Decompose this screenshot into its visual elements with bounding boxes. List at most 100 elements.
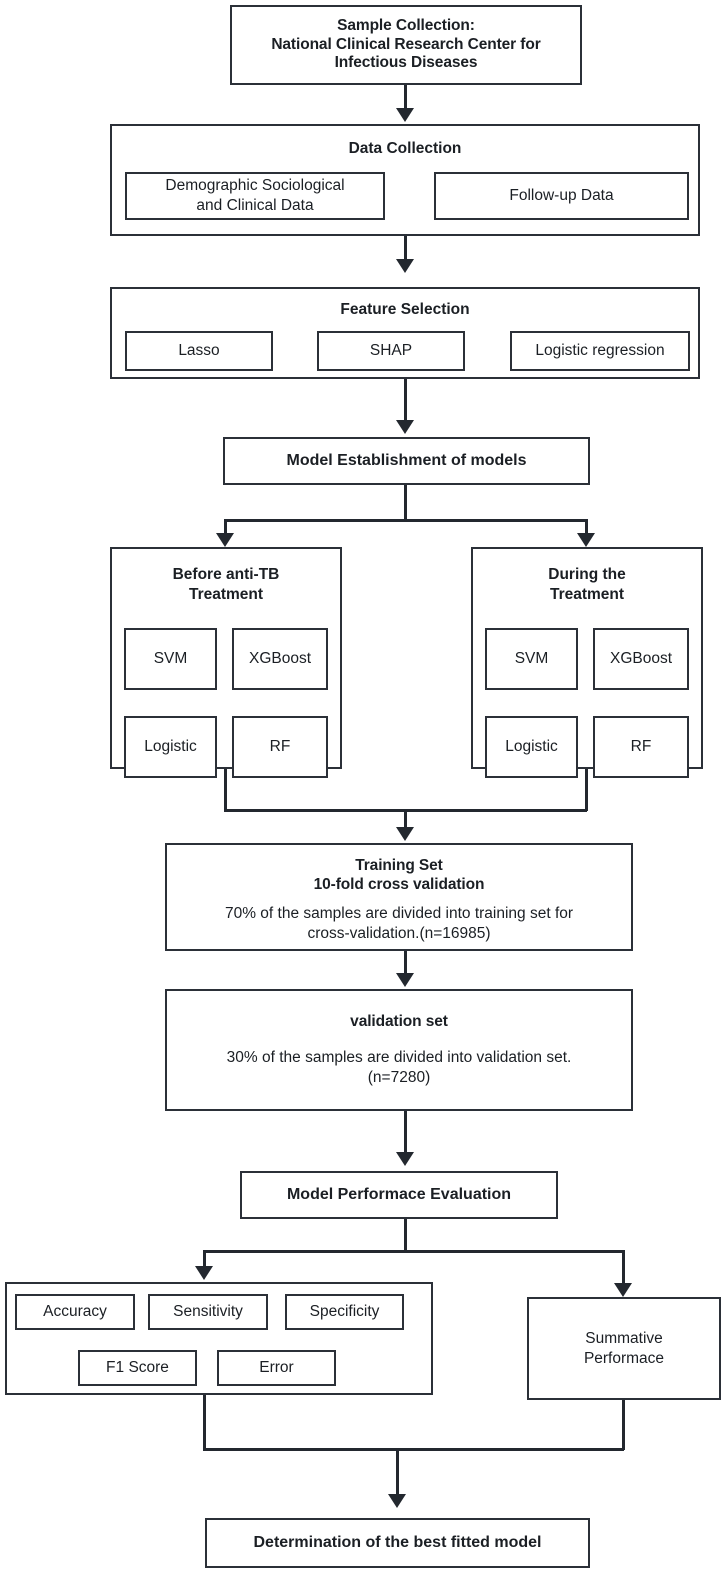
- metric-error-label: Error: [259, 1359, 294, 1377]
- branch-left-heading-line1: Before anti-TB: [172, 566, 280, 583]
- branch-right-model-logistic: Logistic: [485, 716, 578, 778]
- connector-data-to-feature: [404, 236, 407, 261]
- demographic-line1: Demographic Sociological: [165, 177, 345, 195]
- connector-model-fork-stem: [404, 485, 407, 521]
- arrow-to-branch-right: [577, 533, 595, 547]
- demographic-line2: and Clinical Data: [196, 197, 314, 214]
- connector-merge-to-training: [404, 809, 407, 829]
- node-final-determination: Determination of the best fitted model: [205, 1518, 590, 1568]
- training-set-heading-line1: Training Set: [355, 857, 443, 874]
- branch-right-heading-line1: During the: [548, 566, 626, 583]
- metric-specificity: Specificity: [285, 1294, 404, 1330]
- branch-right-logistic-label: Logistic: [505, 738, 558, 756]
- metric-accuracy: Accuracy: [15, 1294, 135, 1330]
- node-sample-collection: Sample Collection: National Clinical Res…: [230, 5, 582, 85]
- node-model-performance-evaluation: Model Performace Evaluation: [240, 1171, 558, 1219]
- connector-model-fork-bar: [224, 519, 587, 522]
- training-set-heading-line2: 10-fold cross validation: [313, 875, 485, 893]
- summative-line1: Summative: [585, 1329, 663, 1347]
- training-set-body-line2: cross-validation.(n=16985): [307, 924, 491, 942]
- node-validation-set: validation set 30% of the samples are di…: [165, 989, 633, 1111]
- node-feature-selection: Feature Selection Lasso SHAP Logistic re…: [110, 287, 700, 379]
- branch-left-xgboost-label: XGBoost: [248, 650, 312, 668]
- branch-right-model-rf: RF: [593, 716, 689, 778]
- branch-right-heading-line2: Treatment: [549, 586, 625, 603]
- metric-accuracy-label: Accuracy: [43, 1303, 107, 1321]
- arrow-validation-to-evaluation: [396, 1152, 414, 1166]
- feature-item-logistic-regression: Logistic regression: [510, 331, 690, 371]
- node-metrics-group: Accuracy Sensitivity Specificity F1 Scor…: [5, 1282, 433, 1395]
- shap-label: SHAP: [369, 342, 413, 360]
- arrow-merge-to-final: [388, 1494, 406, 1508]
- arrow-merge-to-training: [396, 827, 414, 841]
- model-establishment-heading: Model Establishment of models: [286, 451, 527, 469]
- arrow-sample-to-data: [396, 108, 414, 122]
- branch-left-model-rf: RF: [232, 716, 328, 778]
- validation-set-body-line2: (n=7280): [367, 1068, 431, 1086]
- final-heading: Determination of the best fitted model: [253, 1533, 542, 1551]
- feature-item-lasso: Lasso: [125, 331, 273, 371]
- connector-eval-fork-bar: [203, 1250, 624, 1253]
- node-summative-performance: Summative Performace: [527, 1297, 721, 1400]
- metric-f1-score-label: F1 Score: [106, 1359, 169, 1377]
- validation-set-heading: validation set: [350, 1013, 448, 1030]
- branch-right-xgboost-label: XGBoost: [609, 650, 673, 668]
- connector-eval-fork-stem: [404, 1219, 407, 1252]
- data-collection-item-followup: Follow-up Data: [434, 172, 689, 220]
- sample-collection-line3: Infectious Diseases: [334, 54, 478, 72]
- connector-metrics-down: [203, 1395, 206, 1450]
- branch-left-heading-line2: Treatment: [188, 586, 264, 603]
- branch-left-model-svm: SVM: [124, 628, 217, 690]
- connector-eval-fork-left: [203, 1250, 206, 1268]
- node-branch-before-treatment: Before anti-TB Treatment SVM XGBoost Log…: [110, 547, 342, 778]
- node-model-establishment: Model Establishment of models: [223, 437, 590, 485]
- sample-collection-line1: Sample Collection:: [337, 16, 475, 34]
- connector-merge-to-final: [396, 1448, 399, 1496]
- validation-set-body-line1: 30% of the samples are divided into vali…: [226, 1048, 572, 1066]
- arrow-training-to-validation: [396, 973, 414, 987]
- arrow-to-metrics: [195, 1266, 213, 1280]
- branch-left-model-logistic: Logistic: [124, 716, 217, 778]
- data-collection-item-demographic: Demographic Sociological and Clinical Da…: [125, 172, 385, 220]
- connector-branch-right-down: [585, 769, 588, 811]
- branch-left-rf-label: RF: [269, 738, 291, 756]
- feature-item-shap: SHAP: [317, 331, 465, 371]
- connector-training-to-validation: [404, 951, 407, 975]
- evaluation-heading: Model Performace Evaluation: [286, 1185, 512, 1203]
- node-data-collection: Data Collection Demographic Sociological…: [110, 124, 700, 236]
- branch-right-svm-label: SVM: [514, 650, 549, 668]
- arrow-to-branch-left: [216, 533, 234, 547]
- branch-right-model-svm: SVM: [485, 628, 578, 690]
- arrow-feature-to-model: [396, 420, 414, 434]
- branch-left-svm-label: SVM: [153, 650, 188, 668]
- training-set-body-line1: 70% of the samples are divided into trai…: [224, 904, 574, 922]
- metric-specificity-label: Specificity: [309, 1303, 380, 1321]
- connector-model-fork-left: [224, 519, 227, 536]
- summative-line2: Performace: [583, 1349, 665, 1367]
- arrow-data-to-feature: [396, 259, 414, 273]
- metric-error: Error: [217, 1350, 336, 1386]
- metric-sensitivity: Sensitivity: [148, 1294, 268, 1330]
- connector-model-fork-right: [585, 519, 588, 536]
- connector-feature-to-model: [404, 379, 407, 422]
- branch-left-model-xgboost: XGBoost: [232, 628, 328, 690]
- branch-right-model-xgboost: XGBoost: [593, 628, 689, 690]
- connector-summative-down: [622, 1400, 625, 1450]
- connector-eval-fork-right: [622, 1250, 625, 1285]
- lasso-label: Lasso: [178, 342, 220, 360]
- connector-branch-left-down: [224, 769, 227, 811]
- metric-sensitivity-label: Sensitivity: [173, 1303, 243, 1321]
- node-branch-during-treatment: During the Treatment SVM XGBoost Logisti…: [471, 547, 703, 778]
- arrow-to-summative: [614, 1283, 632, 1297]
- feature-selection-heading: Feature Selection: [340, 301, 470, 318]
- logistic-regression-label: Logistic regression: [535, 342, 665, 360]
- followup-label: Follow-up Data: [509, 187, 614, 205]
- branch-left-logistic-label: Logistic: [144, 738, 197, 756]
- metric-f1-score: F1 Score: [78, 1350, 197, 1386]
- connector-sample-to-data: [404, 85, 407, 110]
- branch-right-rf-label: RF: [630, 738, 652, 756]
- connector-validation-to-evaluation: [404, 1111, 407, 1153]
- sample-collection-line2: National Clinical Research Center for: [271, 35, 541, 53]
- connector-final-merge-bar: [203, 1448, 624, 1451]
